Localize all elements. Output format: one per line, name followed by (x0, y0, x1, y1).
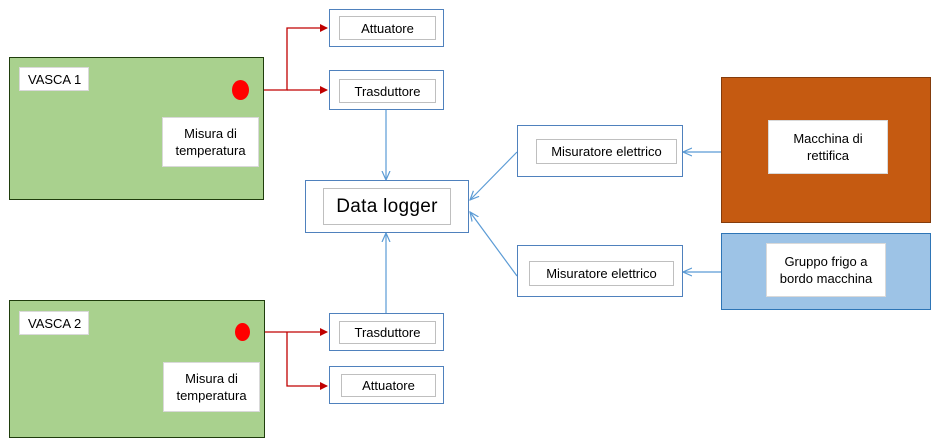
attuatore-bottom-box: Attuatore (329, 366, 444, 404)
misuratore-bottom-to-logger-wire (470, 212, 518, 277)
attuatore-bottom-label: Attuatore (341, 374, 436, 397)
macchina-rettifica-label: Macchina di rettifica (768, 120, 888, 174)
misuratore-top-box: Misuratore elettrico (517, 125, 683, 177)
data-logger-box: Data logger (305, 180, 469, 233)
vasca2-sensor-dot (235, 323, 250, 341)
vasca1-title: VASCA 1 (19, 67, 89, 91)
vasca1-sensor-label: Misura di temperatura (162, 117, 259, 167)
trasduttore-bottom-box: Trasduttore (329, 313, 444, 351)
data-logger-label: Data logger (323, 188, 451, 225)
attuatore-top-label: Attuatore (339, 16, 436, 40)
gruppo-frigo-label: Gruppo frigo a bordo macchina (766, 243, 886, 297)
misuratore-bottom-label: Misuratore elettrico (529, 261, 674, 286)
misuratore-top-to-logger-wire (470, 151, 518, 200)
trasduttore-top-box: Trasduttore (329, 70, 444, 110)
vasca1-sensor-dot (232, 80, 249, 100)
attuatore-top-box: Attuatore (329, 9, 444, 47)
misuratore-top-label: Misuratore elettrico (536, 139, 677, 164)
vasca2-title: VASCA 2 (19, 311, 89, 335)
misuratore-bottom-box: Misuratore elettrico (517, 245, 683, 297)
trasduttore-bottom-label: Trasduttore (339, 321, 436, 344)
vasca2-sensor-label: Misura di temperatura (163, 362, 260, 412)
vasca1-to-attuatore-wire (249, 24, 328, 91)
trasduttore-top-label: Trasduttore (339, 79, 436, 103)
vasca2-to-attuatore-wire (286, 332, 328, 390)
